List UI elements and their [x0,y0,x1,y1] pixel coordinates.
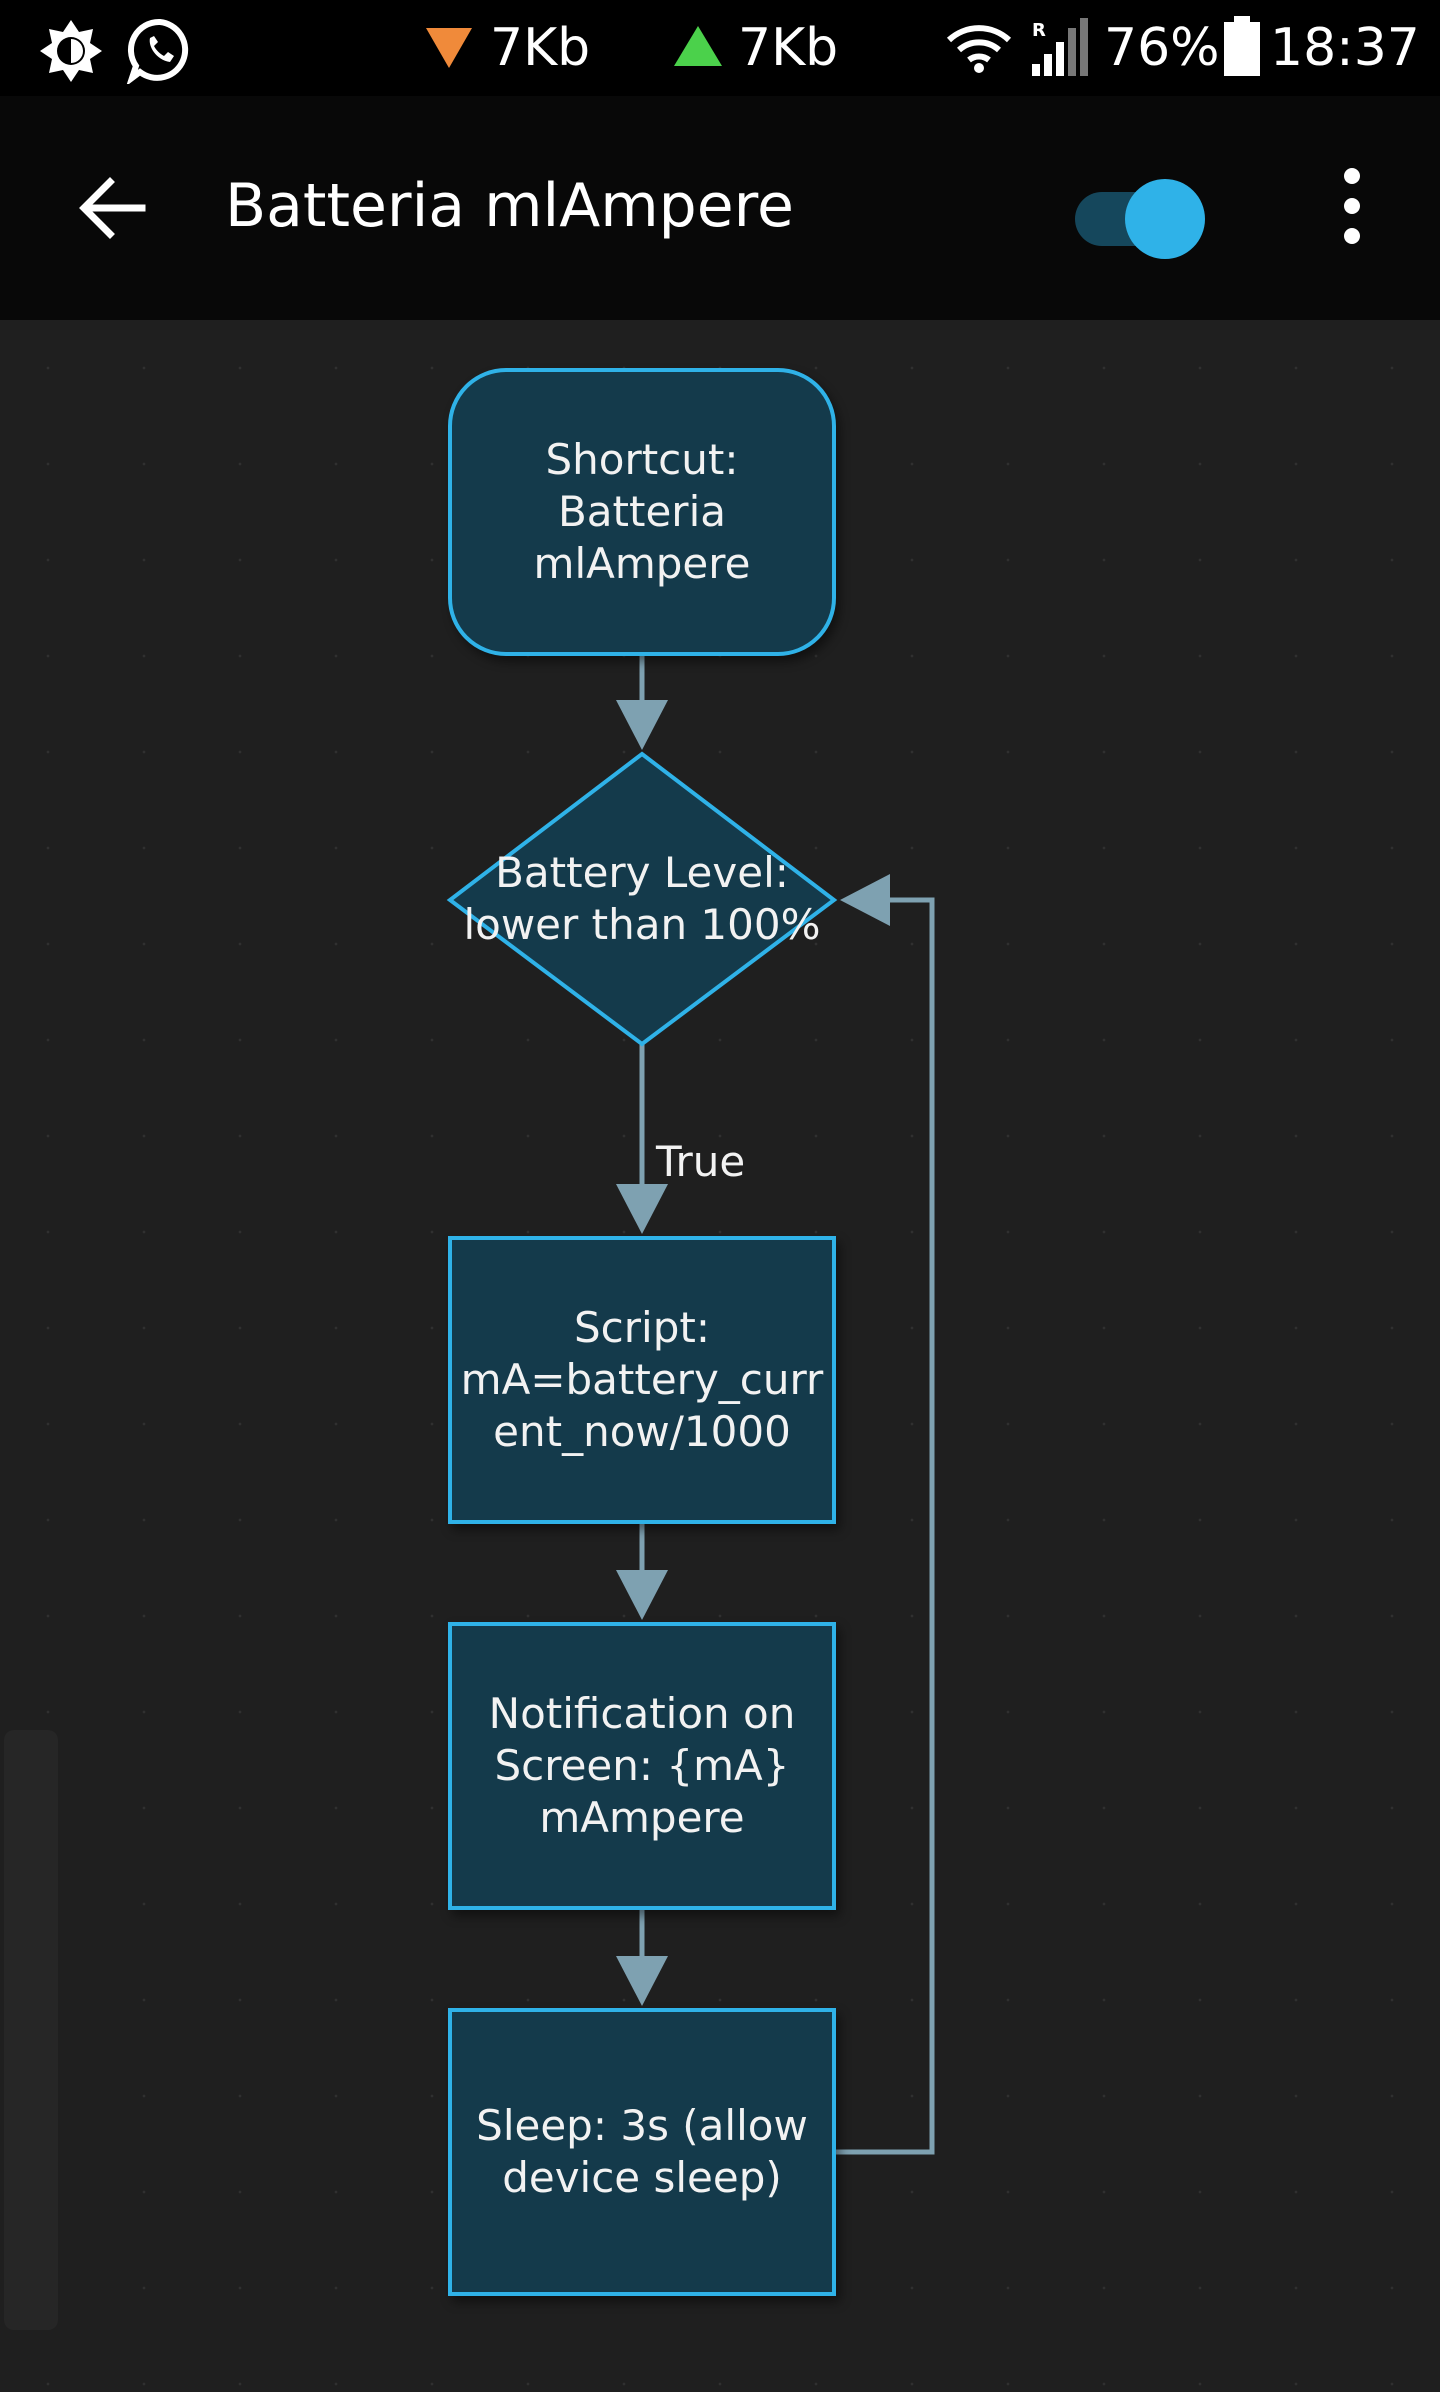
node-label: Script: mA=battery_curr ent_now/1000 [460,1303,824,1456]
battery-percent: 76% [1104,18,1220,78]
node-label: Sleep: 3s (allow device sleep) [476,2101,808,2202]
node-label: Shortcut: Batteria mlAmpere [533,435,751,588]
enable-toggle[interactable] [1075,171,1207,259]
signal-roaming-icon: R [1032,18,1088,76]
page-title: Batteria mlAmpere [225,171,794,241]
arrowhead [840,874,890,926]
loop-back-connector [836,897,935,2155]
toggle-thumb [1125,179,1205,259]
svg-text:R: R [1032,20,1046,41]
upload-speed: 7Kb [738,18,839,78]
arrowhead [616,1184,668,1234]
clock: 18:37 [1270,18,1420,78]
download-arrow-icon [426,28,472,68]
flow-node-shortcut[interactable]: Shortcut: Batteria mlAmpere [448,368,836,656]
flow-node-notification[interactable]: Notification on Screen: {mA} mAmpere [448,1622,836,1910]
whatsapp-icon [126,18,189,84]
true-branch-label: True [656,1137,746,1186]
arrowhead [616,1956,668,2006]
scroll-handle[interactable] [4,1730,58,2330]
arrowhead [616,1570,668,1620]
upload-arrow-icon [674,26,722,66]
arrowhead [616,700,668,750]
back-arrow-icon[interactable] [72,168,152,248]
wifi-icon [946,25,1012,73]
flow-node-script[interactable]: Script: mA=battery_curr ent_now/1000 [448,1236,836,1524]
status-bar: 7Kb 7Kb R 76% 18:37 [0,0,1440,96]
node-label: Battery Level: lower than 100% [463,848,821,949]
download-speed: 7Kb [490,18,591,78]
flow-node-condition[interactable]: Battery Level: lower than 100% [446,752,838,1046]
condition-label-wrap: Battery Level: lower than 100% [446,752,838,1046]
flow-node-sleep[interactable]: Sleep: 3s (allow device sleep) [448,2008,836,2296]
app-bar: Batteria mlAmpere [0,96,1440,320]
condition-diamond-shape [446,751,838,1047]
battery-icon [1224,16,1260,76]
node-label: Notification on Screen: {mA} mAmpere [488,1689,796,1842]
more-options-icon[interactable] [1320,164,1384,248]
brightness-icon [40,20,102,82]
